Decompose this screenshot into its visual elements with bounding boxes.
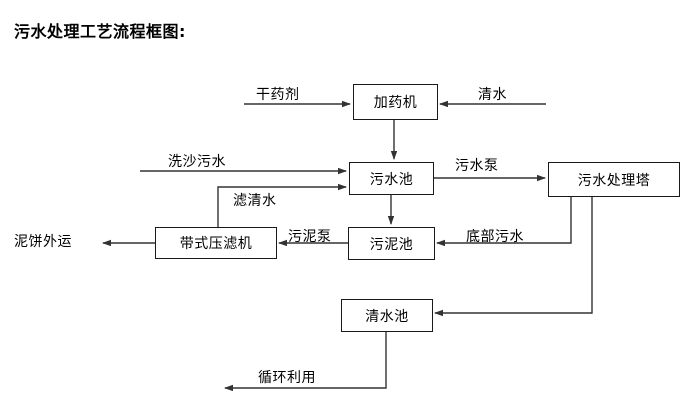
- node-sludge-pool-label: 污泥池: [369, 236, 414, 253]
- node-dosing-machine-label: 加药机: [373, 95, 418, 111]
- edge-label-filtered-clean-water: 滤清水: [233, 193, 277, 209]
- edge-label-sludge-pump: 污泥泵: [288, 229, 332, 245]
- edge-label-bottom-wastewater: 底部污水: [466, 229, 524, 245]
- node-clean-water-pool[interactable]: 清水池: [341, 299, 433, 332]
- edge-label-sewage-pump: 污水泵: [455, 158, 499, 174]
- node-sludge-pool[interactable]: 污泥池: [348, 227, 435, 260]
- terminal-mud-cake-output: 泥饼外运: [14, 234, 72, 250]
- node-belt-filter-press[interactable]: 带式压滤机: [155, 227, 277, 259]
- terminal-sand-wash-wastewater: 洗沙污水: [168, 154, 226, 170]
- node-clean-water-pool-label: 清水池: [365, 308, 409, 325]
- terminal-clean-water-input: 清水: [478, 87, 507, 103]
- node-treatment-tower-label: 污水处理塔: [577, 172, 651, 189]
- edge-filtered-water-to-wastewater-pool: [217, 183, 347, 227]
- node-belt-filter-press-label: 带式压滤机: [179, 236, 253, 252]
- node-dosing-machine[interactable]: 加药机: [353, 84, 438, 120]
- terminal-dry-chemical: 干药剂: [256, 87, 300, 103]
- page-title: 污水处理工艺流程框图:: [14, 22, 186, 41]
- edge-clean-water-pool-recycle: [224, 331, 387, 392]
- edge-tower-bottom-water-to-sludge-pool: [436, 196, 572, 247]
- edge-tower-to-clean-water-pool: [434, 196, 593, 317]
- node-wastewater-pool-label: 污水池: [369, 171, 414, 188]
- node-treatment-tower[interactable]: 污水处理塔: [548, 162, 680, 197]
- edge-label-recycle-reuse: 循环利用: [258, 370, 316, 386]
- node-wastewater-pool[interactable]: 污水池: [349, 162, 434, 195]
